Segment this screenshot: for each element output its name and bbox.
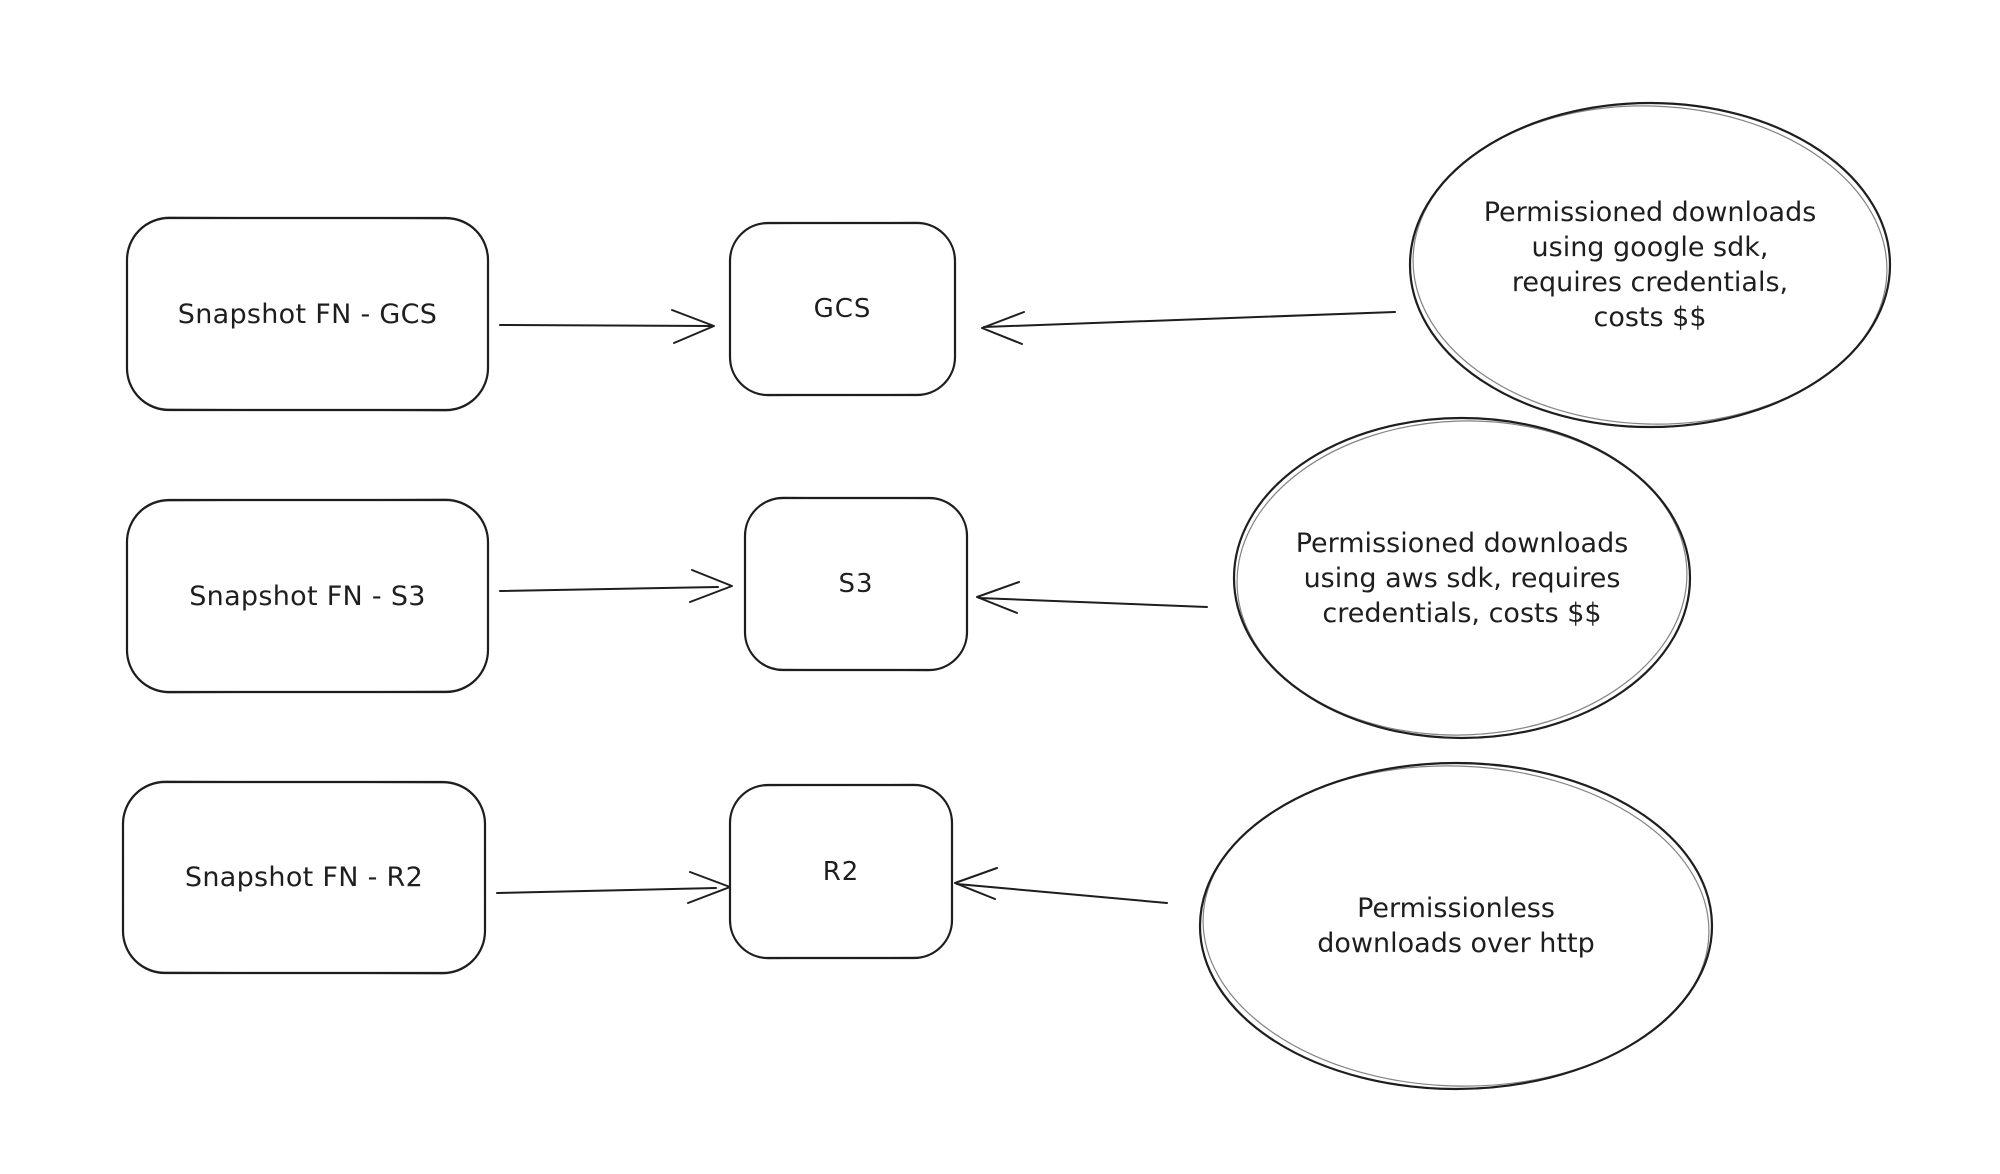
source-node-shape-s3[interactable] xyxy=(125,498,490,694)
arrow-note-to-r2[interactable] xyxy=(954,867,1168,904)
source-node-shape-s3-echo xyxy=(126,498,489,694)
note-shape-gcs[interactable] xyxy=(1408,101,1892,429)
target-node-shape-gcs[interactable] xyxy=(728,221,957,397)
source-node-shape-gcs-echo xyxy=(126,216,489,412)
note-shape-s3[interactable] xyxy=(1232,416,1692,740)
target-node-shape-s3[interactable] xyxy=(743,496,969,672)
target-node-shape-s3-echo xyxy=(743,496,969,672)
note-shape-gcs-echo xyxy=(1412,105,1888,425)
note-shape-r2-echo xyxy=(1202,765,1710,1087)
source-node-shape-gcs[interactable] xyxy=(125,216,490,412)
source-node-shape-r2[interactable] xyxy=(121,780,487,975)
target-node-shape-gcs-echo xyxy=(728,221,957,397)
arrow-note-to-s3[interactable] xyxy=(976,581,1208,614)
source-node-shape-r2-echo xyxy=(122,780,486,975)
arrow-snapshot-to-r2[interactable] xyxy=(496,871,731,904)
target-node-shape-r2-echo xyxy=(728,783,954,960)
arrow-snapshot-to-s3[interactable] xyxy=(499,569,733,603)
note-shape-s3-echo xyxy=(1236,420,1688,736)
target-node-shape-r2[interactable] xyxy=(728,783,954,960)
note-shape-r2[interactable] xyxy=(1198,761,1714,1091)
arrow-snapshot-to-gcs[interactable] xyxy=(499,309,715,344)
arrow-note-to-gcs[interactable] xyxy=(981,311,1396,345)
